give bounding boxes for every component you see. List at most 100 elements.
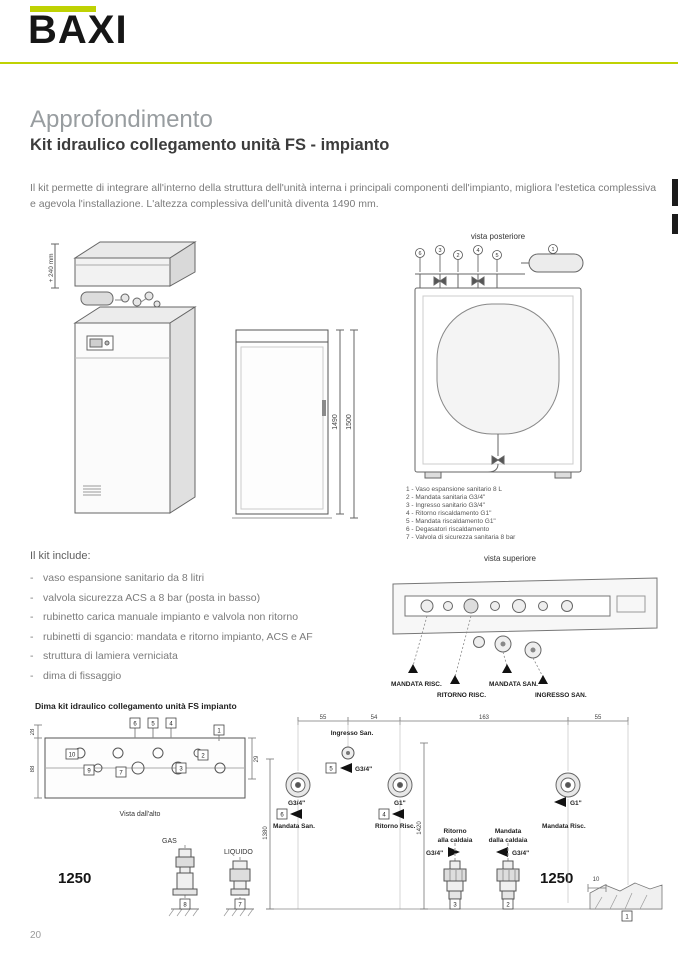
figure-unit-top-view: MANDATA RISC. RITORNO RISC. MANDATA SAN.…	[391, 577, 658, 699]
front-dim-1500-label: 1500	[346, 414, 353, 430]
ingresso-san-label: Ingresso San.	[331, 730, 374, 737]
dima-top-view-strip	[44, 728, 246, 799]
dim-55b: 55	[595, 715, 602, 721]
mandata-san-label: Mandata San.	[273, 823, 315, 830]
box-6b: 6	[280, 813, 284, 819]
legend-line-1: 1 - Vaso espansione sanitario 8 L	[406, 486, 502, 493]
top-view-labels: MANDATA RISC. RITORNO RISC. MANDATA SAN.…	[391, 681, 587, 699]
ritorno-union-fitting	[443, 843, 467, 900]
front-dim-1490-label: 1490	[332, 414, 339, 430]
figure-unit-rear: 6 3 2 4 5 1 7	[414, 244, 584, 479]
iso-top-module	[73, 241, 197, 287]
box-5b: 5	[329, 767, 333, 773]
logo-accent-bar	[30, 6, 96, 12]
legend-line-7: 7 - Valvola di sicurezza sanitaria 8 bar	[406, 534, 516, 541]
box-3b: 3	[453, 903, 457, 909]
dima-ground-section	[589, 882, 663, 910]
ritorno-caldaia-line1: Ritorno	[443, 828, 466, 835]
box-3: 3	[179, 767, 183, 773]
dim-10: 10	[593, 877, 600, 883]
figure-unit-isometric: + 240 mm	[48, 241, 197, 514]
section-title: Approfondimento	[30, 106, 213, 133]
dim-1420: 1420	[417, 821, 423, 835]
page-edge-tab	[672, 214, 678, 234]
dim-1250-left: 1250	[58, 870, 91, 887]
dima-boxes-top-view: 6 5 4 1 10 9 7 3 2	[65, 717, 225, 778]
kit-item: vaso espansione sanitario da 8 litri	[30, 572, 360, 584]
label-mandata-san: MANDATA SAN.	[489, 681, 538, 688]
box-2b: 2	[506, 903, 510, 909]
figure-unit-front: 1490 1500	[232, 329, 358, 519]
box-4b: 4	[382, 813, 386, 819]
legend-line-5: 5 - Mandata riscaldamento G1"	[406, 518, 496, 525]
box-2: 2	[201, 754, 205, 760]
top-view-title: vista superiore	[483, 554, 537, 563]
ritorno-caldaia-line2: alla caldaia	[438, 837, 473, 844]
box-6: 6	[133, 722, 137, 728]
kit-item: valvola sicurezza ACS a 8 bar (posta in …	[30, 592, 360, 604]
top-view-panel	[392, 577, 658, 659]
gas-label: GAS	[162, 838, 177, 845]
ingresso-san-fitting	[325, 746, 355, 774]
box-1: 1	[217, 729, 221, 735]
label-ritorno-risc: RITORNO RISC.	[437, 692, 486, 699]
kit-item: dima di fissaggio	[30, 670, 360, 682]
vista-dallalto-label: Vista dall'alto	[120, 811, 161, 818]
baxi-logo: BAXI	[28, 8, 128, 52]
legend-line-3: 3 - Ingresso sanitario G3/4"	[406, 502, 485, 509]
rear-body	[414, 287, 582, 479]
iso-main-unit	[73, 306, 197, 514]
g1-mandata: G1"	[570, 800, 582, 807]
intro-paragraph: Il kit permette di integrare all'interno…	[30, 182, 657, 211]
dim-88: 88	[30, 765, 36, 772]
dim-29: 29	[254, 755, 260, 762]
dim-54: 54	[371, 715, 378, 721]
mandata-caldaia-line2: dalla caldaia	[489, 837, 528, 844]
g34-ingresso: G3/4"	[355, 766, 372, 773]
top-view-arrows	[408, 664, 548, 684]
dim-1380: 1380	[263, 826, 269, 840]
callout-4: 4	[476, 248, 479, 254]
dim-163: 163	[479, 715, 490, 721]
ritorno-risc-label: Ritorno Risc.	[375, 823, 416, 830]
legend-line-2: 2 - Mandata sanitaria G3/4"	[406, 494, 486, 501]
liquido-fitting	[223, 857, 254, 917]
dima-pipe-circles	[285, 772, 581, 798]
label-mandata-risc: MANDATA RISC.	[391, 681, 442, 688]
legend-line-6: 6 - Degasatori riscaldamento	[406, 526, 490, 533]
rear-top-manifold	[415, 253, 584, 288]
label-ingresso-san: INGRESSO SAN.	[535, 692, 587, 699]
box-8: 8	[183, 903, 187, 909]
rear-view-legend: 1 - Vaso espansione sanitario 8 L 2 - Ma…	[406, 486, 656, 542]
g34-ritorno-caldaia: G3/4"	[426, 850, 443, 857]
g34-mandata-san: G3/4"	[288, 800, 305, 807]
box-7-liquido: 7	[238, 903, 242, 909]
mandata-union-fitting	[496, 843, 520, 900]
kit-item: rubinetto carica manuale impianto e valv…	[30, 611, 360, 623]
arrow-mandata-caldaia	[496, 847, 508, 857]
gas-fitting	[168, 845, 199, 917]
dima-top-chain	[297, 717, 629, 725]
callout-5: 5	[495, 253, 498, 259]
dim-1250-right: 1250	[540, 870, 573, 887]
top-view-leaders	[412, 615, 544, 678]
callout-3: 3	[438, 248, 441, 254]
kit-item: rubinetti di sgancio: mandata e ritorno …	[30, 631, 360, 643]
kit-heading: Il kit include:	[30, 550, 91, 562]
liquido-label: LIQUIDO	[224, 849, 253, 856]
dima-title: Dima kit idraulico collegamento unità FS…	[35, 701, 237, 711]
dim-28: 28	[30, 728, 36, 735]
front-dimension-lines	[336, 329, 358, 519]
iso-dimension-240	[51, 243, 59, 289]
callout-6: 6	[418, 251, 421, 257]
callout-1: 1	[551, 247, 554, 253]
arrow-ritorno-risc	[392, 809, 404, 819]
dim-55a: 55	[320, 715, 327, 721]
dim-1380-line	[266, 758, 274, 910]
arrow-mandata-san	[290, 809, 302, 819]
page-number: 20	[30, 930, 42, 941]
box-4: 4	[169, 722, 173, 728]
front-body	[232, 329, 332, 519]
header-divider	[0, 62, 678, 64]
